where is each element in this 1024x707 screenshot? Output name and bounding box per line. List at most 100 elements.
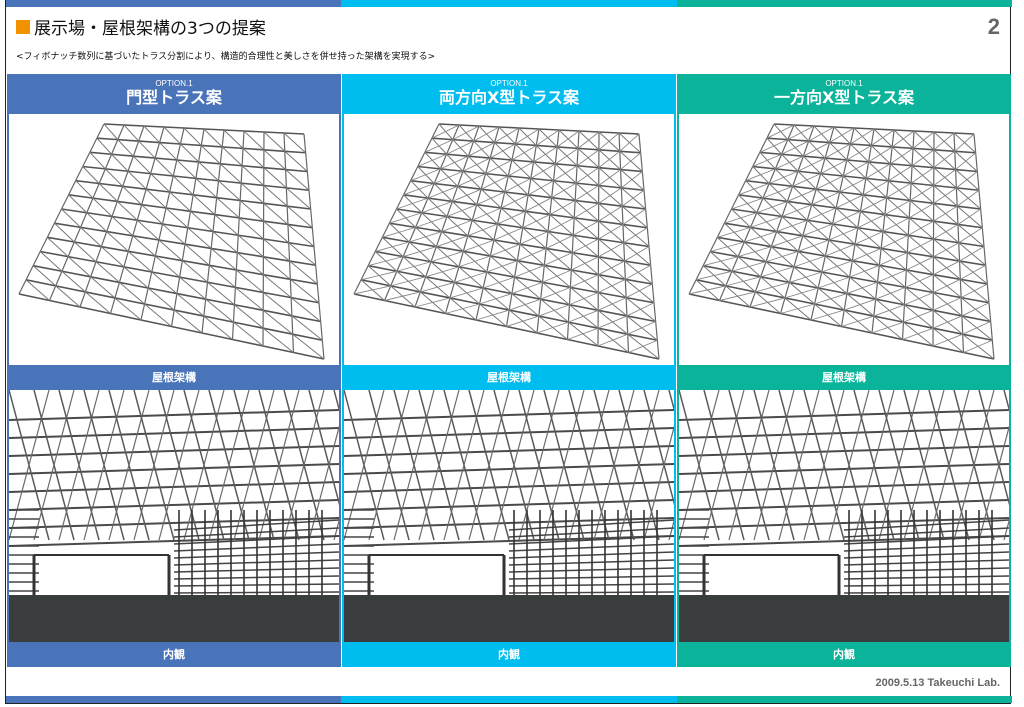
truss-member xyxy=(907,238,934,254)
truss-member xyxy=(750,216,783,228)
truss-member xyxy=(234,303,264,312)
truss-member xyxy=(172,159,178,177)
truss-member xyxy=(95,246,102,262)
truss-member xyxy=(497,223,523,229)
truss-member xyxy=(958,242,961,262)
truss-member xyxy=(775,155,804,170)
truss-member xyxy=(852,259,880,267)
truss-member xyxy=(403,180,412,196)
truss-member xyxy=(159,141,181,145)
truss-member xyxy=(368,256,404,267)
truss-member xyxy=(540,298,570,306)
truss-member xyxy=(148,287,178,295)
truss-member xyxy=(568,390,610,541)
truss-member xyxy=(382,236,410,243)
truss-member xyxy=(750,226,777,233)
truss-member xyxy=(60,194,70,210)
truss-member xyxy=(879,252,908,266)
truss-member xyxy=(743,227,752,243)
truss-member xyxy=(738,183,770,196)
truss-member xyxy=(568,309,599,323)
truss-member xyxy=(123,251,129,268)
truss-member xyxy=(90,276,116,299)
truss-member xyxy=(133,155,156,159)
truss-member xyxy=(568,321,599,329)
truss-member xyxy=(798,239,830,252)
truss-member xyxy=(144,303,172,327)
truss-member xyxy=(111,201,118,217)
truss-member xyxy=(871,321,904,334)
truss-member xyxy=(127,155,134,172)
truss-member xyxy=(656,340,660,360)
truss-member xyxy=(475,303,481,321)
truss-member xyxy=(471,204,478,221)
truss-member xyxy=(833,126,855,129)
truss-member xyxy=(643,425,674,541)
truss-member xyxy=(158,126,165,143)
truss-member xyxy=(138,140,156,159)
truss-member xyxy=(283,390,325,541)
truss-member xyxy=(556,129,560,147)
truss-member xyxy=(643,190,647,210)
truss-member xyxy=(192,194,216,215)
truss-member xyxy=(290,297,293,316)
truss-member xyxy=(786,186,794,202)
truss-member xyxy=(762,197,788,203)
interior-label: 内観 xyxy=(677,642,1011,667)
truss-member xyxy=(781,139,789,155)
truss-member xyxy=(141,203,167,209)
truss-member xyxy=(154,157,174,177)
truss-member xyxy=(82,152,91,167)
truss-member xyxy=(933,132,955,151)
truss-member xyxy=(192,178,197,195)
truss-member xyxy=(781,201,788,217)
truss-member xyxy=(200,128,205,146)
truss-member xyxy=(792,185,817,190)
truss-member xyxy=(493,390,535,541)
truss-member xyxy=(576,149,600,167)
truss-member xyxy=(902,304,906,323)
truss-member xyxy=(536,332,568,341)
truss-member xyxy=(446,153,469,157)
truss-member xyxy=(100,231,108,247)
truss-member xyxy=(598,220,624,226)
truss-member xyxy=(902,327,934,340)
truss-member xyxy=(73,227,82,243)
truss-member xyxy=(237,251,264,258)
truss-member xyxy=(749,291,756,308)
truss-member xyxy=(184,243,210,266)
truss-member xyxy=(203,315,234,323)
truss-member xyxy=(96,137,118,141)
truss-member xyxy=(960,278,988,285)
truss-member xyxy=(990,321,993,341)
truss-member xyxy=(127,235,134,252)
truss-member xyxy=(703,264,733,273)
truss-member xyxy=(315,265,318,285)
truss-member xyxy=(508,293,513,311)
truss-member xyxy=(232,338,264,347)
truss-member xyxy=(108,390,150,541)
truss-member xyxy=(773,123,795,126)
truss-member xyxy=(463,250,491,257)
truss-member xyxy=(621,187,645,192)
truss-member xyxy=(187,227,212,249)
truss-member xyxy=(289,260,318,285)
option-number: OPTION.1 xyxy=(825,79,863,88)
truss-member xyxy=(151,255,156,273)
truss-member xyxy=(572,217,575,236)
truss-member xyxy=(536,129,560,146)
truss-member xyxy=(68,180,77,196)
truss-member xyxy=(430,260,460,268)
truss-member xyxy=(598,166,621,171)
truss-member xyxy=(570,252,573,271)
truss-member xyxy=(410,168,441,182)
truss-member xyxy=(118,266,125,283)
truss-member xyxy=(818,276,850,289)
truss-member xyxy=(679,409,1009,421)
truss-member xyxy=(815,175,844,190)
truss-member xyxy=(67,256,92,278)
truss-member xyxy=(489,143,516,159)
truss-member xyxy=(980,208,983,228)
truss-member xyxy=(170,309,175,327)
